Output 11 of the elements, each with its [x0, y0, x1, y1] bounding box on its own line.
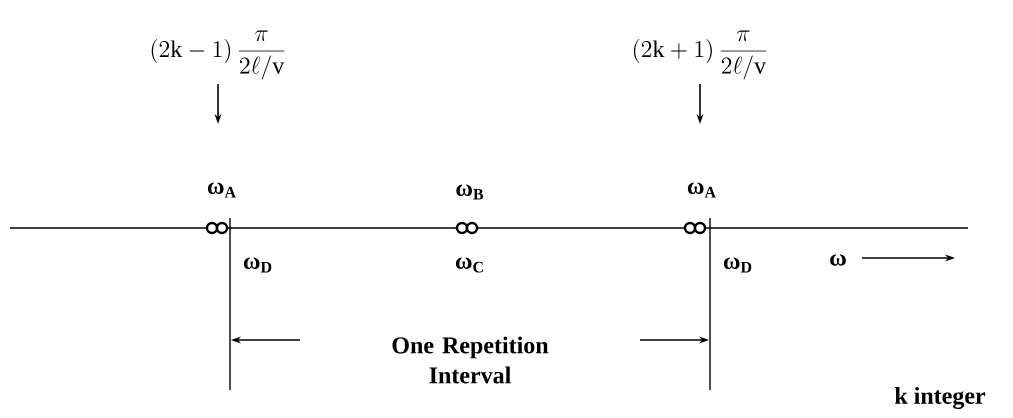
- axis-label: ω$_{A}$: [207, 182, 236, 198]
- dimension-label: One Repetition Interval: [392, 336, 549, 384]
- axis-label: ω$_{C}$: [455, 257, 483, 273]
- axis-label: ω: [830, 254, 846, 266]
- axis-label: ω$_{D}$: [243, 257, 272, 273]
- formula: $(2\mathrm{k} + 1)\,\frac{\pi}{2\ell/\mathrm{v}}$: [633, 30, 767, 80]
- axis-label: ω$_{A}$: [687, 182, 716, 198]
- axis-label: ω$_{B}$: [456, 184, 484, 200]
- formula: $(2\mathrm{k} - 1)\,\frac{\pi}{2\ell/\mathrm{v}}$: [151, 30, 285, 80]
- axis-label: ω$_{D}$: [723, 257, 752, 273]
- note: k integer: [894, 387, 986, 409]
